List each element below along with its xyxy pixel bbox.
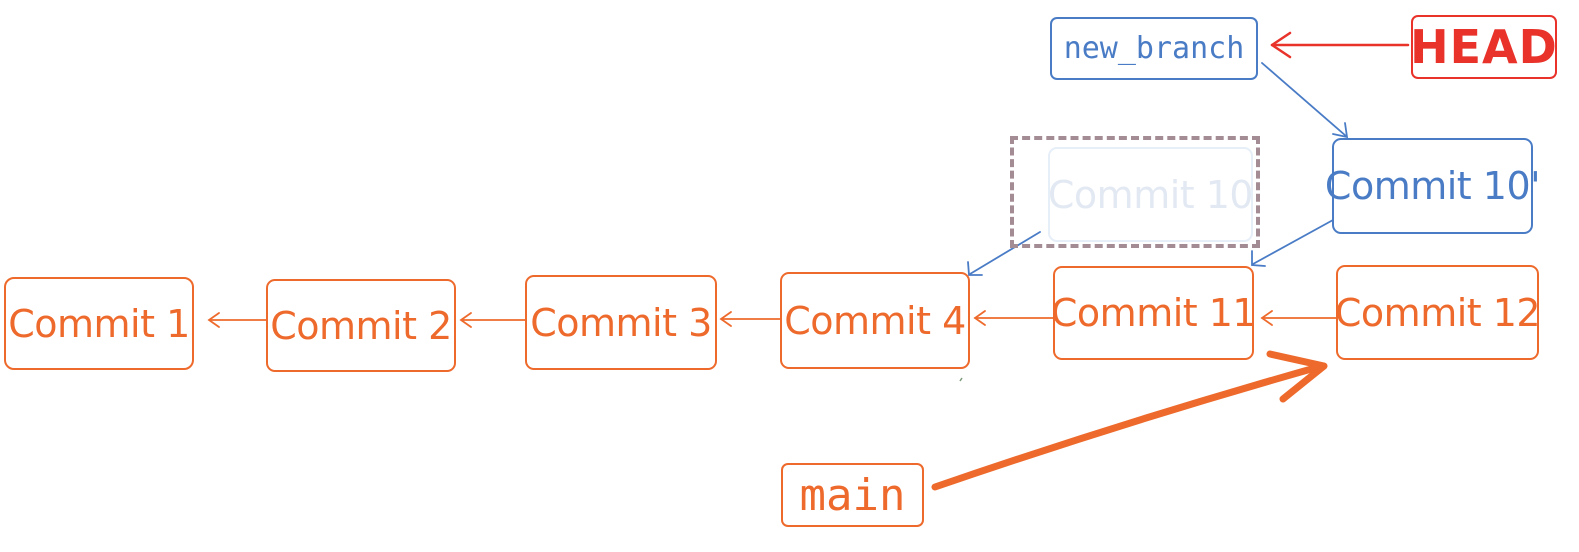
arrow-commit12-to-commit11: [1260, 310, 1337, 326]
arrow-newbranch-to-commit10prime: [1261, 62, 1349, 139]
commit-2-label: Commit 2: [270, 303, 452, 348]
new-branch-label: new_branch: [1063, 31, 1245, 66]
rebased-commit-10-node: Commit 10': [1325, 138, 1541, 234]
commit-3-label: Commit 3: [530, 300, 712, 345]
commit-11-label: Commit 11: [1050, 291, 1257, 335]
new-branch-ref: new_branch: [1050, 17, 1258, 80]
rebased-commit-10-label: Commit 10': [1324, 164, 1541, 208]
original-commit-10-label: Commit 10: [1047, 172, 1254, 217]
head-ref: HEAD: [1410, 15, 1558, 79]
arrow-commit10prime-to-commit11: [1251, 219, 1334, 267]
commit-1-label: Commit 1: [8, 301, 190, 346]
commit-1-node: Commit 1: [4, 277, 194, 370]
arrow-commit4-to-commit3: [719, 311, 781, 327]
arrow-commit11-to-commit4: [973, 310, 1054, 326]
head-label: HEAD: [1410, 20, 1558, 74]
commit-2-node: Commit 2: [266, 279, 456, 372]
stray-mark: [959, 377, 963, 382]
original-commit-10-frame: [1010, 136, 1260, 248]
commit-12-label: Commit 12: [1334, 290, 1541, 335]
commit-12-node: Commit 12: [1334, 265, 1541, 360]
commit-4-node: Commit 4: [780, 272, 970, 369]
commit-3-node: Commit 3: [525, 275, 717, 370]
arrow-commit10-to-commit4: [967, 231, 1041, 276]
arrow-commit3-to-commit2: [459, 312, 526, 328]
arrow-commit2-to-commit1: [207, 312, 267, 328]
main-branch-label: main: [799, 469, 906, 521]
original-commit-10-node: Commit 10: [1047, 147, 1254, 242]
arrow-head-to-newbranch: [1270, 31, 1410, 59]
main-branch-ref: main: [781, 463, 924, 527]
commit-11-node: Commit 11: [1050, 266, 1257, 360]
commit-4-label: Commit 4: [784, 298, 966, 343]
arrow-main-to-commit12: [931, 350, 1328, 491]
